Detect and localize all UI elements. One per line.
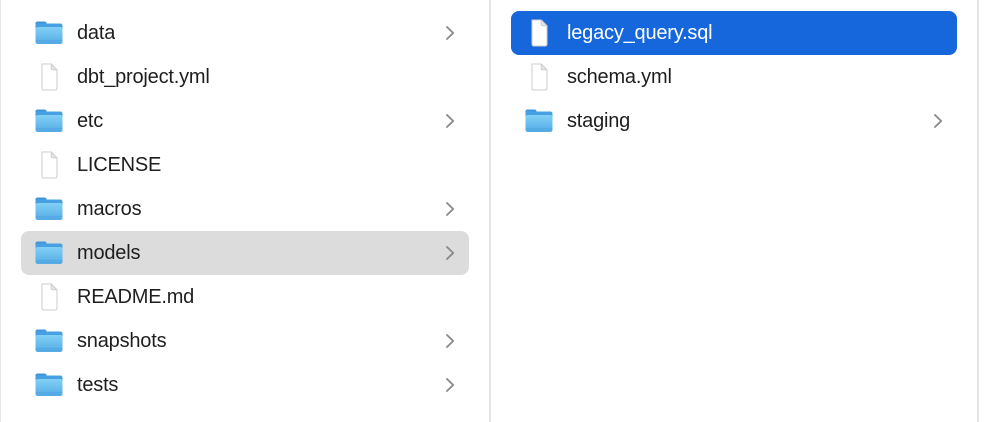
row-schema-yml[interactable]: schema.yml (511, 55, 957, 99)
chevron-right-icon (446, 378, 455, 392)
document-icon (525, 62, 553, 92)
document-icon (35, 282, 63, 312)
item-label: legacy_query.sql (567, 21, 713, 44)
row-dbt-project-yml[interactable]: dbt_project.yml (21, 55, 469, 99)
row-etc[interactable]: etc (21, 99, 469, 143)
row-models-selected[interactable]: models (21, 231, 469, 275)
folder-icon (525, 106, 553, 136)
item-label: tests (77, 373, 119, 396)
folder-icon (35, 370, 63, 400)
folder-icon (35, 18, 63, 48)
folder-icon (35, 238, 63, 268)
item-label: LICENSE (77, 153, 162, 176)
folder-icon (35, 194, 63, 224)
row-macros[interactable]: macros (21, 187, 469, 231)
chevron-right-icon (934, 114, 943, 128)
item-label: staging (567, 109, 631, 132)
finder-column-models: legacy_query.sql schema.yml staging (491, 0, 979, 422)
finder-column-parent: data dbt_project.yml etc LICENSE macros … (0, 0, 491, 422)
document-icon (35, 62, 63, 92)
chevron-right-icon (446, 334, 455, 348)
row-snapshots[interactable]: snapshots (21, 319, 469, 363)
row-legacy-query-sql-selected[interactable]: legacy_query.sql (511, 11, 957, 55)
row-staging[interactable]: staging (511, 99, 957, 143)
chevron-right-icon (446, 202, 455, 216)
chevron-right-icon (446, 246, 455, 260)
document-icon (35, 150, 63, 180)
folder-icon (35, 326, 63, 356)
item-label: etc (77, 109, 104, 132)
document-icon (525, 18, 553, 48)
item-label: schema.yml (567, 65, 672, 88)
row-readme-md[interactable]: README.md (21, 275, 469, 319)
row-tests[interactable]: tests (21, 363, 469, 407)
item-label: data (77, 21, 116, 44)
chevron-right-icon (446, 114, 455, 128)
row-license[interactable]: LICENSE (21, 143, 469, 187)
finder-column-next-stub (979, 0, 984, 422)
item-label: dbt_project.yml (77, 65, 210, 88)
chevron-right-icon (446, 26, 455, 40)
item-label: models (77, 241, 141, 264)
item-label: README.md (77, 285, 195, 308)
row-data[interactable]: data (21, 11, 469, 55)
folder-icon (35, 106, 63, 136)
item-label: macros (77, 197, 142, 220)
item-label: snapshots (77, 329, 167, 352)
